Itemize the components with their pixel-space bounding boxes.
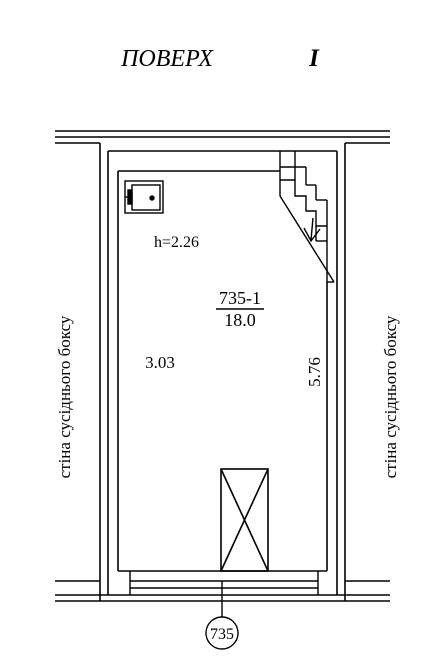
floor-number: I: [308, 45, 320, 72]
sink-icon: [124, 180, 164, 214]
room-height: h=2.26: [154, 234, 199, 251]
right-wall-label: стіна сусіднього боксу: [381, 315, 400, 478]
shaft-opening: [220, 468, 269, 572]
building-marker-circle: [205, 616, 239, 650]
room-area: 18.0: [224, 310, 256, 330]
room-length-dim: 5.76: [305, 357, 324, 387]
floor-label: ПОВЕРХ: [120, 46, 214, 72]
room-width-dim: 3.03: [145, 353, 175, 372]
walls: [55, 130, 390, 602]
building-marker: 735: [210, 626, 234, 643]
left-wall-label: стіна сусіднього боксу: [55, 315, 74, 478]
door-opening: [129, 571, 319, 617]
staircase: [279, 151, 335, 283]
room-number: 735-1: [219, 288, 261, 308]
